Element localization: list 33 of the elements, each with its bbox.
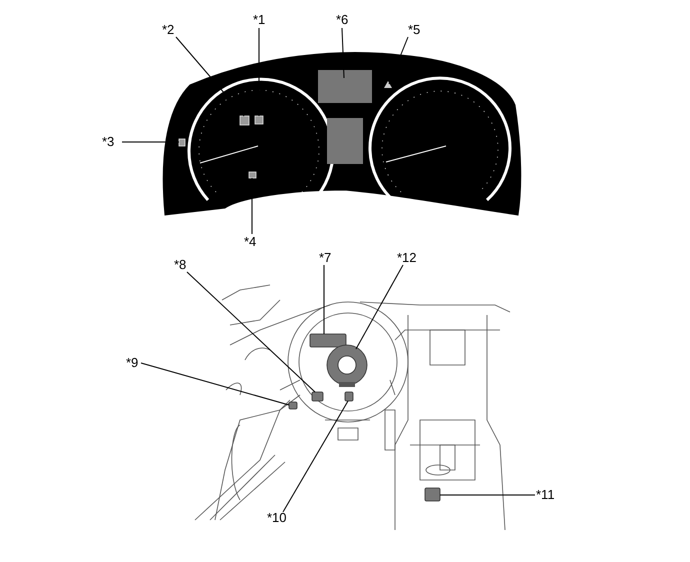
component bbox=[344, 392, 354, 402]
leader-line bbox=[140, 362, 290, 406]
callout-number: *11 bbox=[536, 488, 555, 502]
indicator-light bbox=[248, 172, 256, 178]
component bbox=[424, 488, 440, 502]
indicator-light bbox=[254, 116, 264, 124]
leader-line bbox=[388, 36, 408, 84]
leader-line bbox=[176, 36, 244, 116]
component bbox=[288, 402, 298, 410]
component bbox=[312, 392, 324, 402]
callout-number: *6 bbox=[336, 13, 348, 27]
leader-line bbox=[186, 272, 316, 392]
warning-triangle-icon bbox=[384, 81, 392, 88]
callout-number: *8 bbox=[174, 258, 186, 272]
indicator-light bbox=[178, 138, 186, 146]
callout-number: *10 bbox=[267, 511, 287, 525]
component bbox=[310, 334, 346, 348]
leader-line bbox=[440, 494, 536, 496]
callout-number: *2 bbox=[162, 23, 174, 37]
callout-number: *4 bbox=[244, 235, 256, 249]
leader-line bbox=[342, 28, 344, 78]
callout-number: *7 bbox=[319, 251, 332, 265]
leader-line bbox=[356, 264, 404, 350]
callout-number: *12 bbox=[397, 251, 417, 265]
spiral-cable bbox=[326, 344, 368, 387]
callout-number: *1 bbox=[253, 13, 266, 27]
callout-number: *9 bbox=[126, 356, 138, 370]
indicator-light bbox=[240, 116, 250, 126]
leader-line bbox=[282, 400, 348, 512]
callout-number: *3 bbox=[102, 135, 114, 149]
callout-number: *5 bbox=[408, 23, 420, 37]
leader-line bbox=[258, 28, 260, 116]
display-panel bbox=[318, 70, 372, 103]
